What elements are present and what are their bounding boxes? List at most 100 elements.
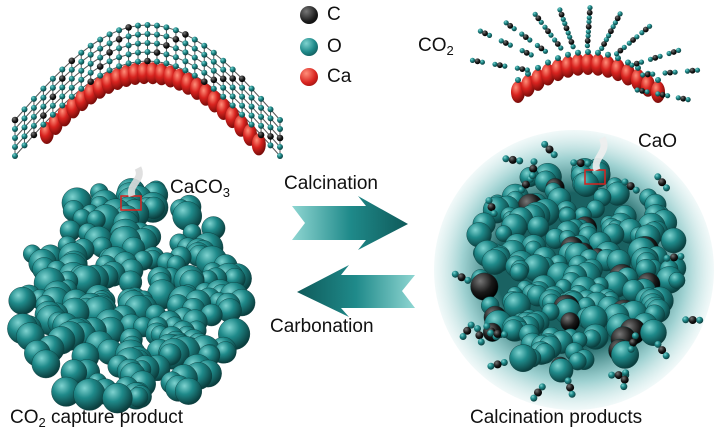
carbon-atom — [238, 75, 246, 83]
oxygen-atom — [125, 60, 132, 67]
carbon-atom — [482, 30, 488, 37]
oxygen-atom — [210, 49, 217, 56]
oxygen-atom — [562, 20, 568, 27]
oxygen-atom — [634, 34, 640, 40]
oxygen-atom-icon — [300, 38, 318, 56]
left-zoom-smoke — [127, 166, 143, 198]
oxygen-atom — [654, 173, 662, 181]
oxygen-atom — [182, 49, 189, 56]
carbon-atom — [96, 63, 104, 70]
caco3-label: CaCO3 — [170, 177, 231, 200]
carbon-atom — [566, 383, 575, 392]
carbon-atom — [475, 331, 484, 340]
carbon-atom — [125, 24, 132, 31]
carbon-atom — [153, 49, 161, 56]
oxygen-atom — [172, 45, 179, 52]
carbon-atom — [201, 78, 208, 85]
oxygen-atom — [135, 31, 141, 38]
cao-atom — [509, 344, 537, 373]
oxygen-atom — [59, 102, 66, 109]
oxygen-atom — [201, 51, 208, 58]
oxygen-atom — [144, 40, 151, 46]
oxygen-atom — [622, 369, 630, 377]
oxygen-atom — [483, 322, 491, 330]
carbon-atom — [584, 37, 591, 44]
carbon-atom — [219, 75, 227, 83]
oxygen-atom — [49, 111, 56, 118]
oxygen-atom — [617, 11, 623, 17]
oxygen-atom — [632, 186, 640, 194]
oxygen-atom — [638, 59, 645, 65]
carbon-atom — [617, 47, 624, 54]
oxygen-atom — [514, 65, 521, 71]
calcium-atom — [251, 133, 266, 156]
oxygen-atom — [267, 106, 274, 113]
oxygen-atom — [59, 93, 66, 100]
oxygen-atom — [685, 97, 691, 103]
oxygen-atom — [125, 51, 132, 58]
oxygen-atom — [615, 55, 621, 62]
carbon-atom — [545, 28, 551, 35]
oxygen-atom — [528, 52, 534, 58]
oxygen-atom — [229, 66, 236, 73]
oxygen-atom — [694, 67, 701, 73]
carbon-atom — [30, 131, 38, 139]
oxygen-atom — [258, 104, 265, 111]
oxygen-atom — [258, 95, 265, 102]
oxygen-atom — [87, 51, 94, 58]
cao-crystal-fragment — [469, 5, 701, 103]
carbon-atom — [639, 88, 646, 94]
carbon-atom — [534, 388, 542, 397]
cao-atom — [640, 319, 667, 346]
oxygen-atom — [201, 69, 208, 76]
oxygen-atom — [182, 58, 189, 65]
oxygen-atom — [538, 383, 546, 391]
calcination-arrow — [292, 196, 408, 250]
carbon-atom — [658, 178, 667, 187]
oxygen-atom — [154, 31, 160, 38]
oxygen-atom — [586, 15, 592, 21]
carbon-atom — [49, 93, 57, 101]
oxygen-atom — [210, 67, 217, 74]
oxygen-atom — [684, 68, 691, 74]
carbon-atom — [276, 134, 284, 142]
oxygen-atom — [570, 159, 578, 167]
oxygen-atom — [220, 57, 227, 64]
oxygen-atom — [116, 27, 123, 34]
oxygen-atom — [565, 51, 571, 58]
oxygen-atom — [657, 53, 663, 59]
oxygen-atom — [451, 270, 459, 278]
cao-atom — [527, 215, 550, 238]
oxygen-atom — [49, 102, 56, 109]
oxygen-atom — [565, 30, 571, 36]
oxygen-atom — [605, 51, 611, 58]
oxygen-atom — [191, 54, 198, 61]
co2-label: CO2 — [418, 35, 454, 58]
oxygen-atom — [30, 122, 37, 129]
oxygen-atom — [12, 135, 18, 141]
oxygen-atom — [532, 11, 538, 17]
oxygen-atom — [627, 345, 635, 353]
legend-label: C — [327, 4, 341, 25]
caco3-atom — [8, 286, 37, 315]
oxygen-atom — [40, 103, 47, 110]
oxygen-atom — [191, 36, 198, 43]
oxygen-atom — [529, 172, 536, 180]
carbon-atom — [652, 54, 659, 61]
carbon-atom — [59, 75, 66, 82]
oxygen-atom — [59, 66, 66, 73]
carbon-atom — [172, 36, 180, 43]
oxygen-atom — [542, 48, 549, 54]
oxygen-atom — [530, 394, 538, 402]
oxygen-atom — [552, 37, 558, 43]
oxygen-atom — [541, 140, 549, 148]
legend-item-carbon: C — [300, 4, 341, 26]
oxygen-atom — [502, 63, 508, 69]
oxygen-atom — [135, 58, 141, 65]
caco3-atom — [73, 378, 106, 411]
oxygen-atom — [626, 40, 632, 46]
caco3-atom — [31, 349, 61, 379]
left-caption: CO2 capture product — [10, 407, 184, 430]
oxygen-atom — [634, 87, 640, 93]
oxygen-atom — [248, 112, 255, 119]
